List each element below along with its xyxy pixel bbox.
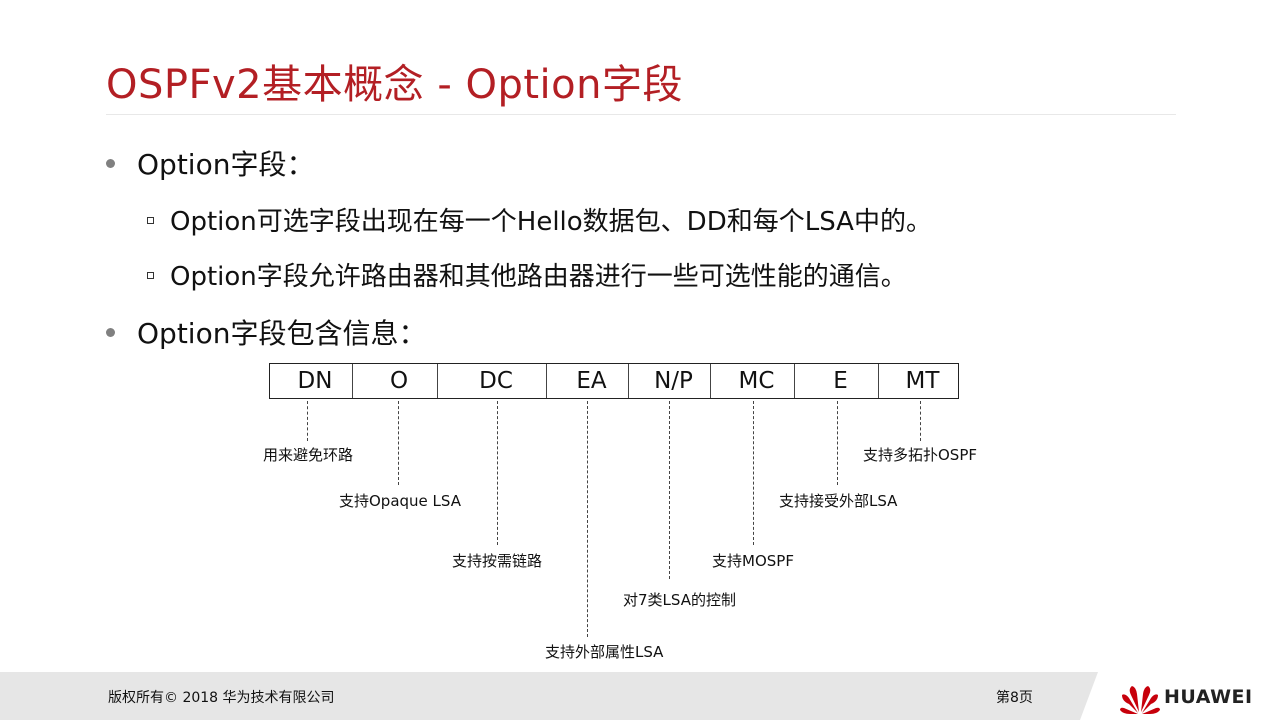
bullet-dot-icon [106, 158, 115, 168]
field-e: E [795, 364, 879, 398]
field-dc: DC [438, 364, 547, 398]
sub-bullet-presence: Option可选字段出现在每一个Hello数据包、DD和每个LSA中的。 [147, 201, 932, 238]
field-mt: MT [905, 368, 940, 394]
leader-e [837, 401, 838, 485]
brand-wordmark: HUAWEI [1164, 686, 1253, 708]
bullet-text: Option字段： [137, 148, 315, 181]
bullet-text: Option字段包含信息： [137, 317, 427, 350]
leader-np [669, 401, 670, 579]
bullet-text: Option字段允许路由器和其他路由器进行一些可选性能的通信。 [170, 262, 907, 292]
field-ea: EA [547, 364, 629, 398]
annotation-ea: 支持外部属性LSA [545, 643, 664, 661]
leader-mc [753, 401, 754, 545]
leader-o [398, 401, 399, 485]
annotation-mc: 支持MOSPF [712, 552, 794, 570]
huawei-logo-icon [1120, 686, 1160, 714]
footer-bar [0, 672, 1280, 720]
bullet-option-contents: Option字段包含信息： [106, 312, 426, 352]
sub-bullet-negotiation: Option字段允许路由器和其他路由器进行一些可选性能的通信。 [147, 256, 907, 293]
title-divider [106, 114, 1176, 115]
slide-title: OSPFv2基本概念 - Option字段 [106, 62, 683, 108]
leader-mt [920, 401, 921, 441]
field-o: O [353, 364, 438, 398]
logo-panel [1080, 672, 1280, 720]
annotation-dn: 用来避免环路 [263, 446, 354, 464]
annotation-e: 支持接受外部LSA [779, 492, 898, 510]
bullet-option-field: Option字段： [106, 143, 314, 183]
annotation-mt: 支持多拓扑OSPF [863, 446, 978, 464]
field-mc: MC [711, 364, 795, 398]
square-bullet-icon [147, 217, 154, 224]
leader-dc [497, 401, 498, 545]
leader-ea [587, 401, 588, 637]
leader-dn [307, 401, 308, 441]
field-dn: DN [270, 364, 353, 398]
field-np: N/P [629, 364, 711, 398]
option-fields-bar: DN O DC EA N/P MC E MT [269, 363, 959, 399]
bullet-text: Option可选字段出现在每一个Hello数据包、DD和每个LSA中的。 [170, 207, 932, 237]
bullet-dot-icon [106, 327, 115, 337]
page-number: 第8页 [996, 690, 1033, 706]
copyright-text: 版权所有© 2018 华为技术有限公司 [108, 690, 335, 706]
annotation-dc: 支持按需链路 [452, 552, 543, 570]
annotation-o: 支持Opaque LSA [339, 492, 461, 510]
square-bullet-icon [147, 272, 154, 279]
annotation-np: 对7类LSA的控制 [623, 591, 736, 609]
